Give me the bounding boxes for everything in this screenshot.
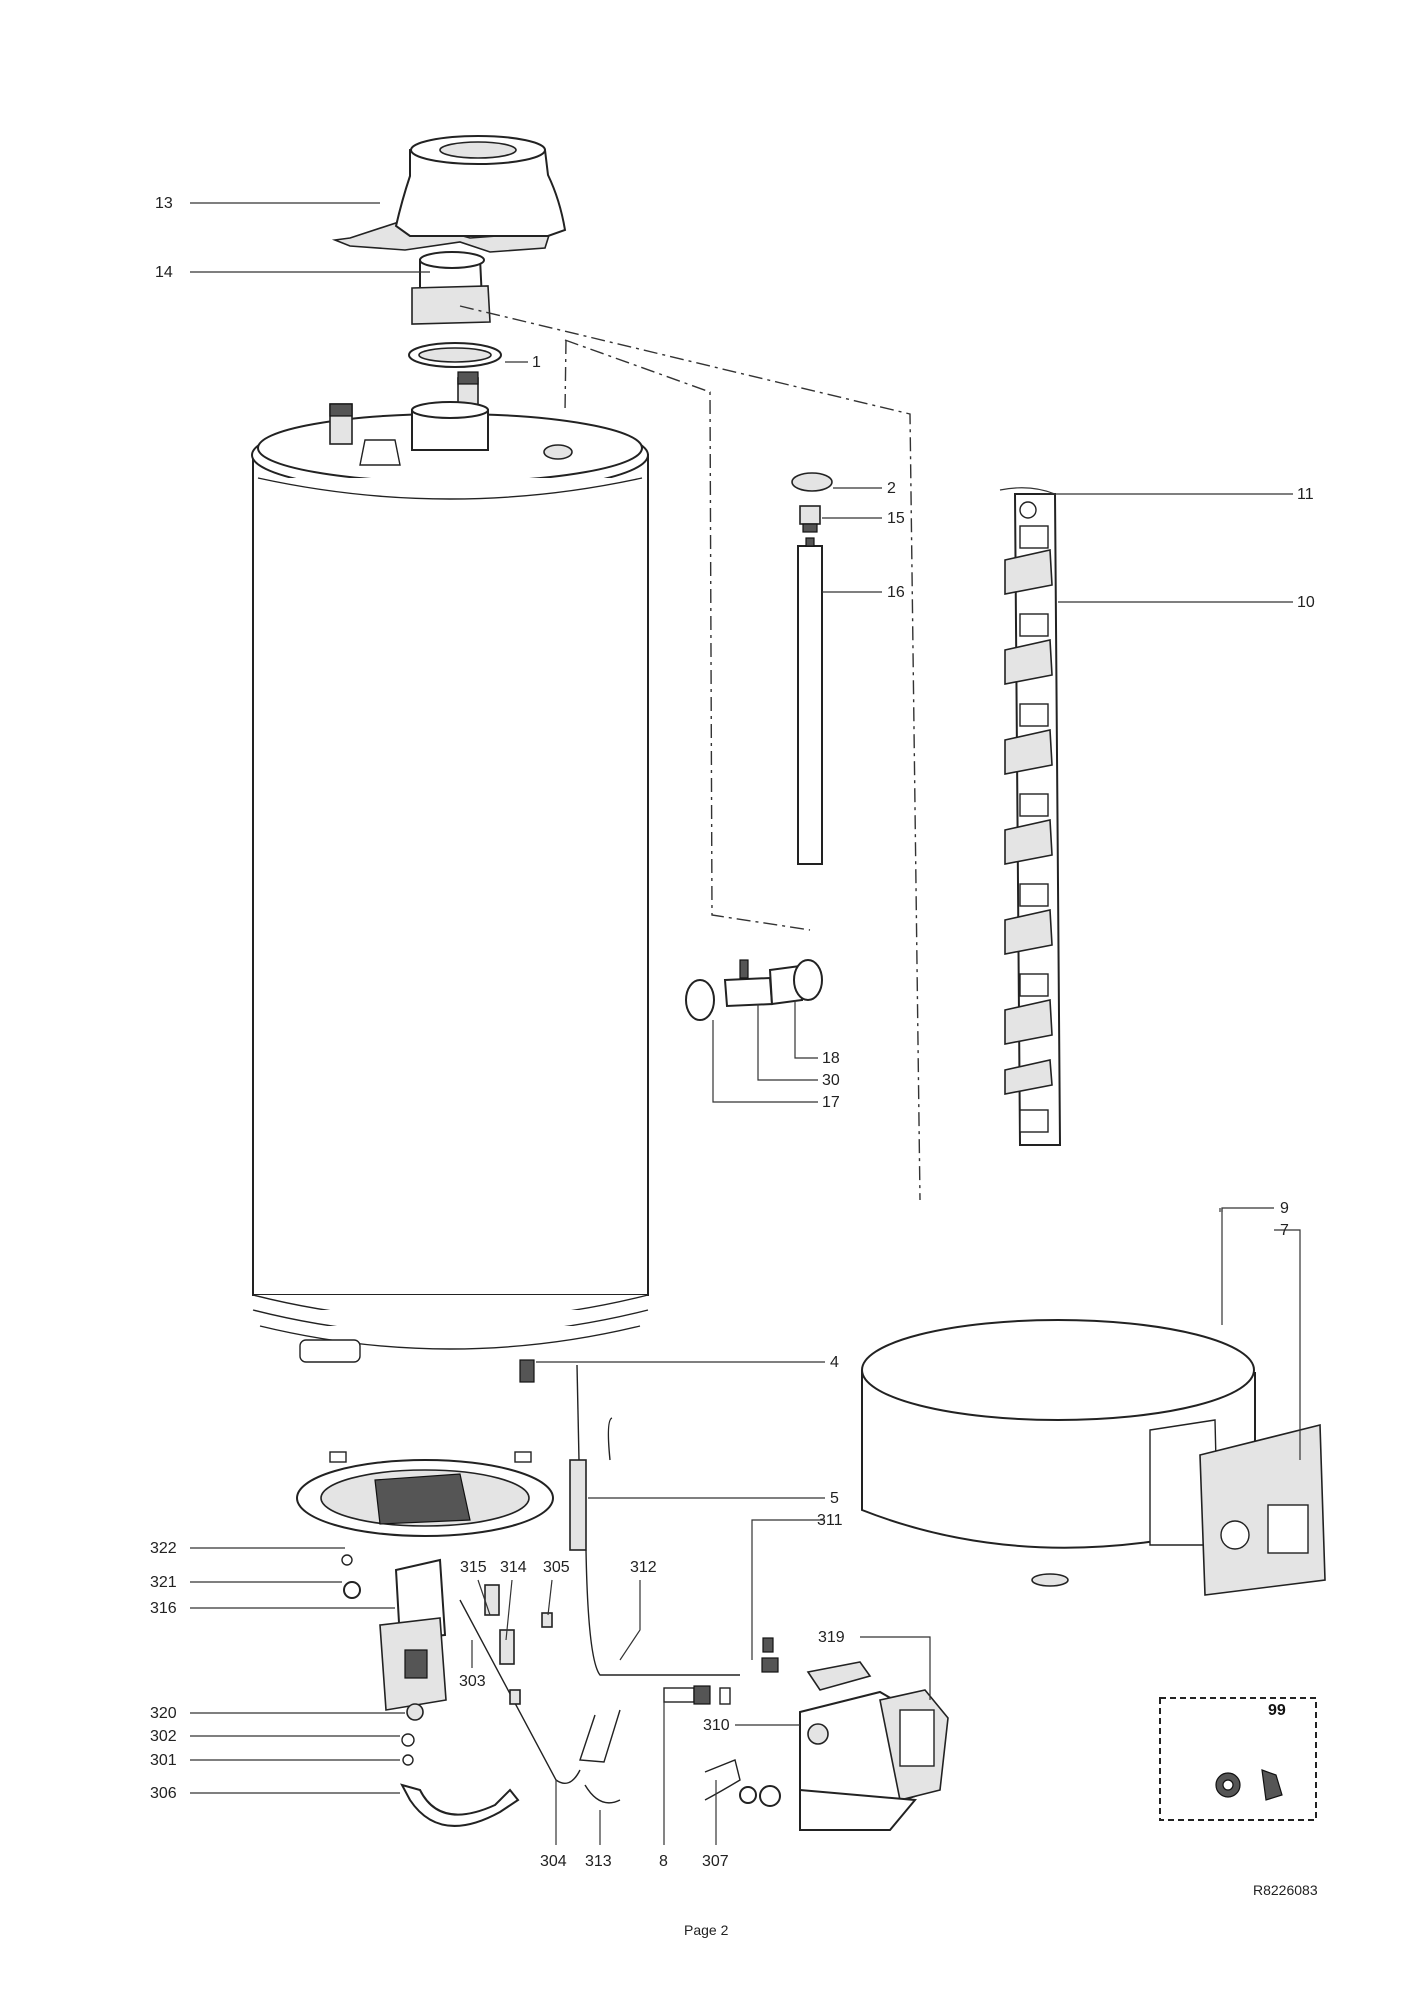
main-burner-part-316: [341, 1554, 520, 1827]
label-1: 1: [532, 354, 541, 371]
label-303: 303: [459, 1673, 486, 1690]
label-7: 7: [1280, 1222, 1289, 1239]
label-13: 13: [155, 195, 173, 212]
label-312: 312: [630, 1559, 657, 1576]
pilot-tube-assembly: [459, 1364, 740, 1804]
part-labels: 13 14 1 2 15 16 11 10 18 30 17 9 7 4 5 3…: [150, 195, 1315, 1870]
label-17: 17: [822, 1094, 840, 1111]
leader-lines: [190, 202, 1301, 1845]
label-11: 11: [1297, 486, 1314, 503]
label-305: 305: [543, 1559, 570, 1576]
label-311: 311: [817, 1512, 843, 1529]
baffle-windows: [1019, 525, 1049, 1133]
label-14: 14: [155, 264, 173, 281]
label-306: 306: [150, 1785, 177, 1802]
label-30: 30: [822, 1072, 840, 1089]
drain-valve-assembly: [685, 959, 823, 1021]
label-8: 8: [659, 1853, 668, 1870]
flue-pipe-part-14: [411, 251, 491, 325]
label-304: 304: [540, 1853, 567, 1870]
label-313: 313: [585, 1853, 612, 1870]
flue-baffle-part-10: [999, 487, 1062, 1146]
kit-box-part-99: [1159, 1697, 1317, 1821]
label-320: 320: [150, 1705, 177, 1722]
label-321: 321: [150, 1574, 177, 1591]
label-302: 302: [150, 1728, 177, 1745]
baffle-fins: [1004, 549, 1053, 1095]
gas-control-valve-part-310: [663, 1637, 949, 1831]
page-number: Page 2: [684, 1922, 729, 1938]
burner-tray-assembly: [296, 1451, 554, 1537]
label-322: 322: [150, 1540, 177, 1557]
label-99: 99: [1268, 1702, 1286, 1719]
label-310: 310: [703, 1717, 730, 1734]
label-319: 319: [818, 1629, 845, 1646]
label-9: 9: [1280, 1200, 1289, 1217]
label-307: 307: [702, 1853, 729, 1870]
label-15: 15: [887, 510, 905, 527]
label-301: 301: [150, 1752, 177, 1769]
flue-hood-part-13: [331, 135, 567, 253]
label-16: 16: [887, 584, 905, 601]
outer-jacket-part-9: [861, 1319, 1326, 1596]
label-18: 18: [822, 1050, 840, 1067]
drawing-reference: R8226083: [1253, 1882, 1318, 1898]
anode-rod-assembly: [791, 472, 833, 865]
water-heater-tank: [251, 371, 649, 1383]
label-315: 315: [460, 1559, 487, 1576]
label-5: 5: [830, 1490, 839, 1507]
assembly-dashed-lines: [459, 305, 921, 1201]
label-316: 316: [150, 1600, 177, 1617]
label-4: 4: [830, 1354, 839, 1371]
gasket-ring-part-1: [408, 342, 502, 368]
label-2: 2: [887, 480, 896, 497]
label-314: 314: [500, 1559, 527, 1576]
label-10: 10: [1297, 594, 1315, 611]
